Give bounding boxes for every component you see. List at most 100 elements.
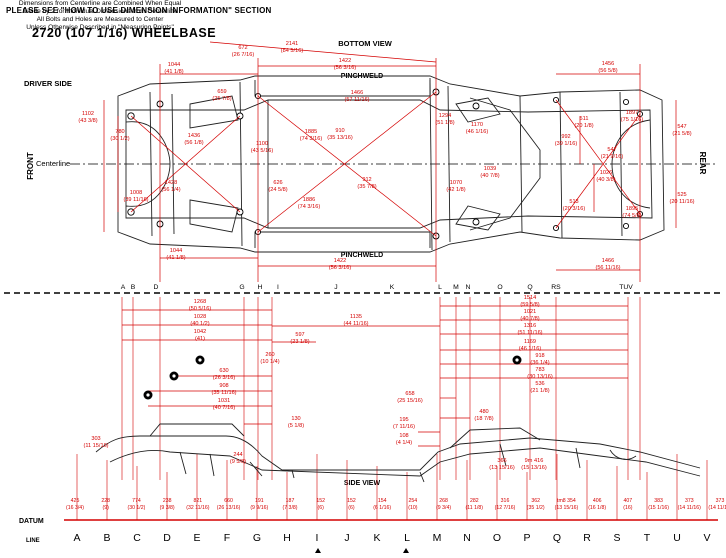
dimension-value: 1135 [350,314,362,320]
line-letter: R [583,532,591,544]
reference-letter: Q [527,284,532,291]
instruction-note: PLEASE SEE "HOW TO USE DIMENSION INFORMA… [6,6,272,15]
line-letter: G [253,532,261,544]
line-letter: I [316,532,319,544]
dimension-value: 626 [273,180,282,186]
dimension-fraction: (56 1/8) [184,140,203,146]
side-reference-lines [76,297,708,520]
dimension-value: 912 [362,177,371,183]
dimension-fraction: (7 11/16) [393,424,415,430]
dimension-fraction: (24 5/8) [268,187,287,193]
line-letter: J [344,532,349,544]
dimension-fraction: (46 1/16) [519,346,542,352]
dimension-value: 658 [405,391,414,397]
reference-letter: L [438,284,442,291]
dimension-fraction: (21 9/16) [601,154,624,160]
dimension-fraction: (25 15/16) [397,398,423,404]
line-letter: H [283,532,291,544]
datum-fraction: (13 15/16) [555,505,579,511]
dimension-value: 783 [535,367,544,373]
dimension-fraction: (25 7/8) [212,96,231,102]
side-view: SIDE VIEW [19,295,726,553]
dimension-fraction: (10 1/4) [260,359,279,365]
note-line: Divide by 2 for Individual Dimensions fr… [22,8,178,15]
dimension-value: 1422 [334,258,346,264]
dimension-value: 1514 [524,295,536,301]
datum-value: 268 [439,498,448,504]
dimension-value: 2141 [286,41,298,47]
datum-value: 187 [286,498,295,504]
dimension-value: 1316 [524,323,536,329]
dimension-fraction: (41 1/8) [164,69,183,75]
dimension-fraction: (4 1/4) [396,440,412,446]
dimension-value: 1886 [303,197,315,203]
reference-letter: B [131,284,136,291]
dimension-fraction: (46 1/16) [466,129,489,135]
line-letter: F [224,532,230,544]
dimension-value: 1042 [194,329,206,335]
dimension-value: 672 [238,45,247,51]
dimension-value: 1428 [165,180,177,186]
side-view-label: SIDE VIEW [344,480,381,487]
dimension-fraction: (40 7/8) [480,173,499,179]
line-letter: E [193,532,200,544]
dimension-fraction: (56 3/16) [329,265,352,271]
driver-side-label: DRIVER SIDE [24,79,72,88]
dimension-fraction: (36 1/4) [530,360,549,366]
frame-side-profile [95,423,701,483]
datum-fraction: (7 3/8) [283,505,298,511]
datum-value: 373 [685,498,694,504]
dimension-fraction: (44 11/16) [343,321,368,327]
dimension-value: 303 [91,436,100,442]
dimension-fraction: (56 5/8) [598,68,617,74]
datum-fraction: (26 13/16) [217,505,241,511]
line-letter: T [644,532,651,544]
dimension-value: 511 [580,116,589,122]
dimension-fraction: (74 3/16) [300,136,323,142]
dimension-fraction: (43 5/16) [251,148,274,154]
datum-value: 362 [531,498,540,504]
line-letter: K [373,532,380,544]
dimension-fraction: (21 1/8) [530,388,549,394]
dimension-value: 992 [561,134,570,140]
side-dimension-lines [122,305,628,447]
line-letter: B [103,532,110,544]
datum-fraction: (9 9/16) [250,505,268,511]
dimension-value: 1008 [130,190,142,196]
datum-fraction: (6) [318,505,325,511]
dimension-value: 1422 [339,58,351,64]
line-letter: O [493,532,501,544]
wheelbase-title: 2720 (107 1/16) WHEELBASE [32,26,217,40]
bottom-view-label: BOTTOM VIEW [338,39,393,48]
dimension-fraction: (74 3/16) [298,204,321,210]
dimension-value: 1456 [602,61,614,67]
dimension-fraction: (35 13/16) [327,135,353,141]
dimension-value: 1102 [82,111,94,117]
dimension-fraction: (26 7/16) [232,52,255,58]
datum-value: 774 [132,498,141,504]
dimension-value: 1044 [170,248,182,254]
dimension-value: 260 [265,352,274,358]
datum-value: 191 [255,498,264,504]
dimension-fraction: (15 13/16) [521,465,547,471]
centerline-label: Centerline [36,159,70,168]
dimension-value: 525 [677,192,686,198]
dimension-value: 910 [335,128,344,134]
reference-letter: A [121,284,126,291]
dimension-value: 1895 [626,206,638,212]
datum-fraction: (16 1/8) [588,505,606,511]
reference-letter: RS [551,284,561,291]
dimension-value: 780 [115,129,124,135]
dimension-value: 536 [535,381,544,387]
dimension-fraction: (35 7/8) [357,184,376,190]
dimension-fraction: (51 11/16) [517,330,542,336]
dimension-value: 244 [233,452,242,458]
reference-letter: G [239,284,244,291]
datum-value: 660 [224,498,233,504]
dimension-value: 1044 [168,62,180,68]
bottom-view: BOTTOM VIEW DRIVER SIDE FRONT REAR Cente… [24,39,718,291]
dimension-value: 1885 [305,129,317,135]
side-dimension-labels: 1268(50 5/16)1028(40 1/2)1042(41)1135(44… [83,295,552,471]
datum-value: 406 [593,498,602,504]
note-line: Dimensions from Centerline are Combined … [18,0,182,7]
